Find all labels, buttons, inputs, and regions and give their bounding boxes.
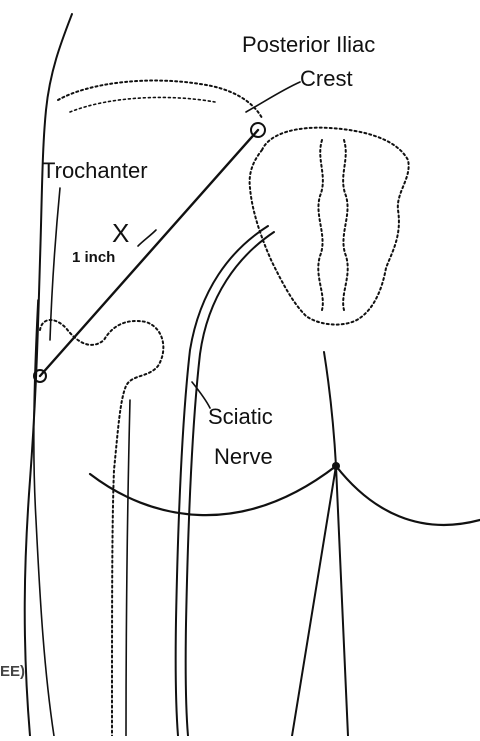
trochanter-leader bbox=[50, 188, 60, 340]
sciatic-nerve-inner bbox=[186, 232, 274, 736]
trochanter-label: Trochanter bbox=[42, 158, 148, 183]
posterior-iliac-label: Posterior Iliac bbox=[242, 32, 375, 57]
one-inch-label: 1 inch bbox=[72, 249, 115, 266]
sciatic-nerve bbox=[176, 226, 268, 736]
sacral-foramina-2 bbox=[343, 140, 348, 310]
femoral-head-outline bbox=[40, 320, 163, 736]
gluteal-fold-right bbox=[336, 466, 480, 525]
gluteal-fold-left bbox=[90, 466, 336, 515]
needle-line-left bbox=[292, 466, 336, 736]
sacrum-outline bbox=[250, 128, 409, 325]
needle-line-right bbox=[336, 466, 348, 736]
nerve-label: Nerve bbox=[214, 444, 273, 469]
sciatic-label: Sciatic bbox=[208, 404, 273, 429]
posterior-iliac-leader bbox=[246, 82, 300, 112]
needle-insertion-point bbox=[332, 462, 340, 470]
femoral-shaft-inner bbox=[126, 400, 130, 736]
cut-edge-text: EE) bbox=[0, 663, 25, 680]
sacral-foramina bbox=[318, 140, 323, 310]
gluteal-cleft bbox=[324, 352, 336, 466]
outer-thigh-contour bbox=[25, 14, 72, 736]
iliac-crest-dotted bbox=[58, 81, 262, 118]
one-inch-leader bbox=[138, 230, 156, 246]
iliac-crest-dotted-inner bbox=[70, 97, 215, 112]
crest-label: Crest bbox=[300, 66, 353, 91]
x-mark-label: X bbox=[112, 218, 129, 248]
